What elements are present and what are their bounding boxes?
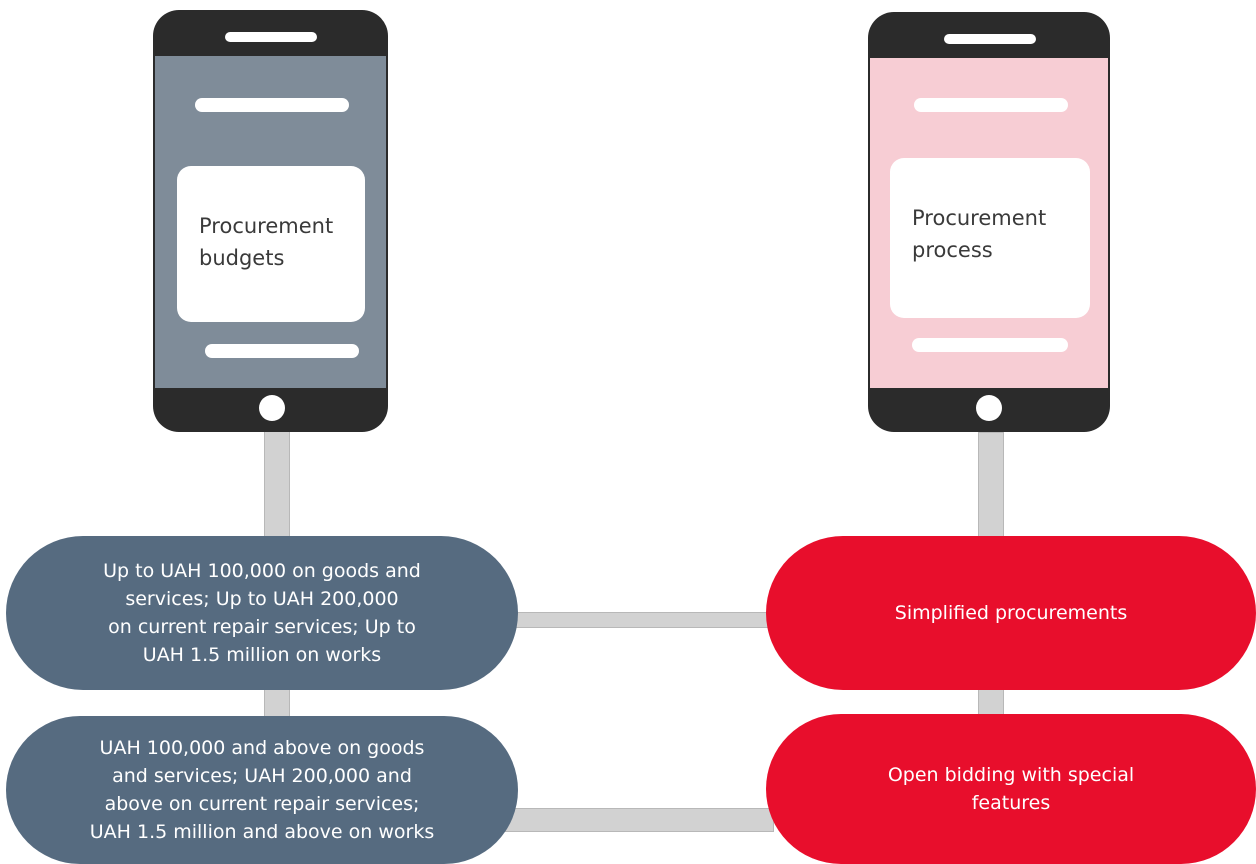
open-bidding-box: Open bidding with special features <box>766 714 1256 864</box>
connector-horizontal-top <box>504 612 774 628</box>
speaker-icon <box>944 34 1036 44</box>
home-button-icon <box>976 395 1002 421</box>
procurement-process-header: Procurement process <box>890 158 1090 318</box>
screen-bar-bottom <box>912 338 1068 352</box>
screen-bar-bottom <box>205 344 359 358</box>
speaker-icon <box>225 32 317 42</box>
screen-bar-top <box>195 98 349 112</box>
budget-threshold-open-bidding: UAH 100,000 and above on goods and servi… <box>6 716 518 864</box>
connector-horizontal-bottom <box>504 808 774 832</box>
home-button-icon <box>259 395 285 421</box>
simplified-procurements-box: Simplified procurements <box>766 536 1256 690</box>
budget-threshold-simplified: Up to UAH 100,000 on goods and services;… <box>6 536 518 690</box>
smartphone-icon-budgets: Procurement budgets <box>153 10 388 432</box>
smartphone-icon-process: Procurement process <box>868 12 1110 432</box>
procurement-budgets-header: Procurement budgets <box>177 166 365 322</box>
screen-bar-top <box>914 98 1068 112</box>
